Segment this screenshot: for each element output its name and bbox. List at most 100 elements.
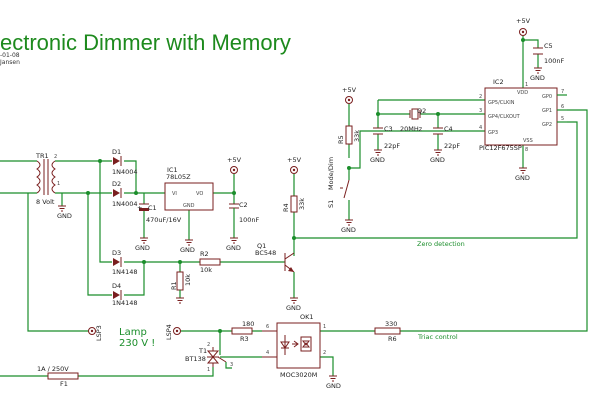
ok1-ref: OK1 (300, 313, 314, 321)
capacitor-c4: C4 22pF GND (430, 125, 460, 164)
ic2-pinno-5: 5 (561, 116, 564, 122)
r2-value: 10k (200, 266, 212, 274)
c1-polarity: + (137, 204, 142, 212)
c3-value: 22pF (384, 142, 400, 150)
d1-ref: D1 (112, 148, 121, 156)
junctions (86, 38, 525, 333)
ic1-ref: IC1 (167, 166, 178, 174)
c1-gnd-label: GND (135, 244, 150, 252)
s1-value: Mode/Dim (327, 157, 335, 190)
schematic-title: ectronic Dimmer with Memory (0, 30, 291, 55)
d3-ref: D3 (112, 249, 121, 257)
r1-value: 10k (184, 274, 192, 286)
supply-5v-2: +5V (287, 156, 302, 174)
c3-ref: C3 (384, 125, 393, 133)
q2-ref: Q2 (417, 107, 426, 115)
r4-value: 33k (298, 198, 306, 210)
supply-label-4: +5V (516, 17, 531, 25)
t1-ref: T1 (198, 347, 207, 355)
r2-ref: R2 (200, 250, 209, 258)
ic2-ref: IC2 (493, 78, 504, 86)
ic2-pin-gp0: GP0 (542, 94, 552, 100)
r5-value: 33k (353, 130, 361, 142)
r3-value: 180 (242, 320, 254, 328)
d4-value: 1N4148 (112, 299, 138, 307)
transformer-tr1: TR1 2 1 8 Volt GND (35, 152, 72, 220)
resistor-r3: 180 R3 (231, 320, 254, 343)
q1-gnd-label: GND (286, 304, 301, 312)
gnd-label: GND (57, 212, 72, 220)
microcontroller-ic2: IC2 VDD GP5/CLKIN GP4/CLKOUT GP3 VSS GP0… (479, 78, 567, 182)
r4-ref: R4 (282, 203, 290, 212)
ic2-pinno-4: 4 (479, 125, 482, 131)
q1-value: BC548 (255, 249, 276, 257)
lamp-voltage-label: 230 V ! (119, 338, 155, 349)
net-zero-detection: Zero detection (417, 240, 465, 248)
diode-d3: D3 1N4148 (112, 249, 138, 276)
resistor-r1: R1 10k (170, 271, 192, 304)
diode-d4: D4 1N4148 (112, 282, 138, 307)
ic2-pinno-7: 7 (561, 89, 564, 95)
c2-ref: C2 (239, 201, 248, 209)
c1-ref: C1 (148, 204, 157, 212)
t1-pin-1: 1 (207, 367, 210, 373)
schematic-author: Jansen (0, 59, 20, 66)
r6-ref: R6 (388, 335, 397, 343)
capacitor-c5: C5 100nF GND (530, 42, 565, 82)
r5-ref: R5 (337, 135, 345, 144)
fuse-f1: 1A / 250V F1 (37, 365, 79, 388)
ic2-pinno-8: 8 (525, 147, 528, 153)
ic1-gnd-label: GND (180, 246, 195, 254)
d1-value: 1N4004 (112, 168, 138, 176)
capacitor-c3: C3 22pF GND (370, 125, 400, 164)
transistor-q1: Q1 BC548 GND (255, 242, 301, 312)
tr1-pin-1: 1 (57, 181, 60, 187)
supply-label-1: +5V (227, 156, 242, 164)
triac-t1: T1 BT138 2 1 3 (185, 342, 233, 373)
c3-gnd-label: GND (370, 156, 385, 164)
crystal-q2: Q2 20MHz (400, 107, 426, 133)
ic2-pin-gp3: GP3 (488, 130, 498, 136)
supply-label-3: +5V (342, 86, 357, 94)
diode-d1: D1 1N4004 (112, 148, 138, 176)
ic2-pin-gp1: GP1 (542, 108, 552, 114)
ok1-pin-2: 2 (323, 350, 326, 356)
ic2-pinno-2: 2 (479, 94, 482, 100)
diode-d2: D2 1N4004 (112, 180, 138, 208)
q2-value: 20MHz (400, 125, 423, 133)
tr1-value: 8 Volt (36, 198, 55, 206)
c2-value: 100nF (239, 216, 260, 224)
ok1-pin-1: 1 (323, 324, 326, 330)
c4-gnd-label: GND (430, 156, 445, 164)
c4-ref: C4 (444, 125, 453, 133)
c1-value: 470uF/16V (146, 216, 182, 224)
optocoupler-ok1: OK1 MOC3020M 6 4 1 2 GND (262, 313, 341, 390)
capacitor-c1: C1 + 470uF/16V GND (135, 203, 182, 252)
t1-value: BT138 (185, 355, 206, 363)
ic2-pin-vdd: VDD (517, 90, 528, 96)
schematic-date: -01-08 (0, 52, 20, 59)
resistor-r2: R2 10k (199, 250, 221, 274)
ic2-pin-gp2: GP2 (542, 122, 552, 128)
tr1-pin-2: 2 (54, 154, 57, 160)
resistor-r5: R5 33k (337, 125, 361, 145)
ok1-pin-4: 4 (266, 350, 269, 356)
ic2-pinno-3: 3 (479, 108, 482, 114)
r3-ref: R3 (240, 335, 249, 343)
ic2-pinno-6: 6 (561, 104, 564, 110)
d2-value: 1N4004 (112, 200, 138, 208)
c5-value: 100nF (544, 57, 565, 65)
resistor-r6: 330 R6 (374, 320, 401, 343)
t1-pin-2: 2 (207, 342, 210, 348)
c5-gnd-label: GND (530, 74, 545, 82)
r6-value: 330 (385, 320, 397, 328)
f1-ref: F1 (60, 380, 68, 388)
lsp3-ref: LSP3 (95, 325, 103, 341)
c5-ref: C5 (544, 42, 553, 50)
s1-gnd-label: GND (341, 226, 356, 234)
q1-ref: Q1 (257, 242, 266, 250)
connector-lsp4: LSP4 (165, 324, 181, 340)
regulator-ic1: IC1 78L05Z VI VO GND GND (164, 166, 214, 254)
ic1-pin-vi: VI (172, 191, 177, 197)
